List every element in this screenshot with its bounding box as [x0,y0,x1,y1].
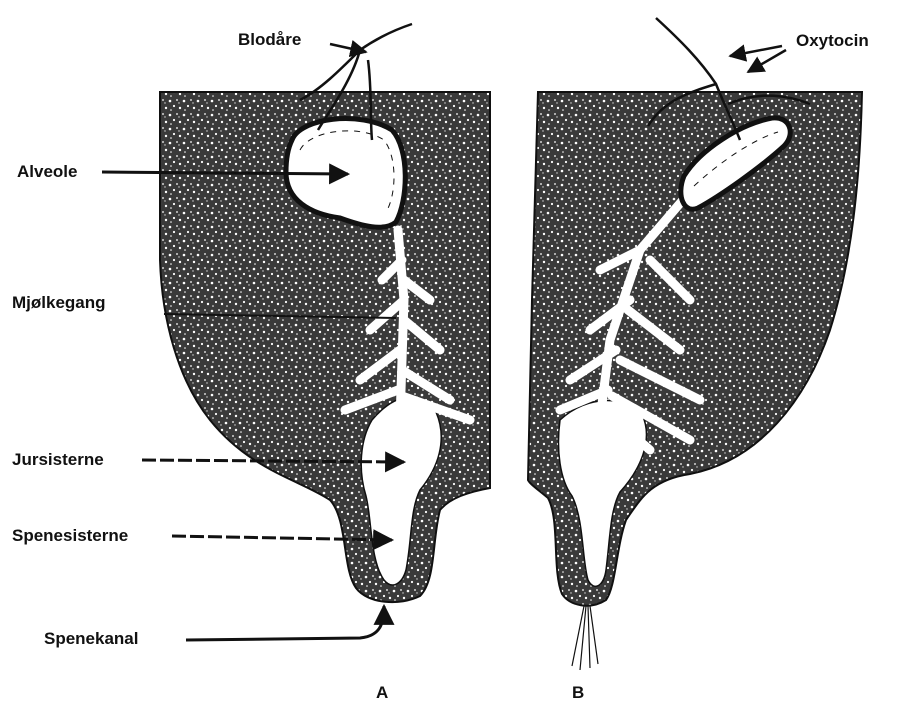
pointer-oxytocin-1 [730,46,782,56]
label-udder-cistern: Jursisterne [12,451,104,468]
label-teat-canal: Spenekanal [44,630,139,647]
label-oxytocin: Oxytocin [796,32,869,49]
label-alveole: Alveole [17,163,77,180]
udder-half-a [160,24,490,602]
pointer-blood-vessel [330,44,366,52]
pointer-oxytocin-2 [748,50,786,72]
milk-jet [572,606,598,670]
panel-label-a: A [376,684,388,701]
udder-half-b [528,18,862,670]
pointer-teat-canal [186,606,384,640]
label-teat-cistern: Spenesisterne [12,527,128,544]
label-milk-duct: Mjølkegang [12,294,106,311]
pointer-udder-cistern [142,460,404,462]
pointer-alveole [102,172,348,174]
label-blood-vessel: Blodåre [238,31,301,48]
panel-label-b: B [572,684,584,701]
